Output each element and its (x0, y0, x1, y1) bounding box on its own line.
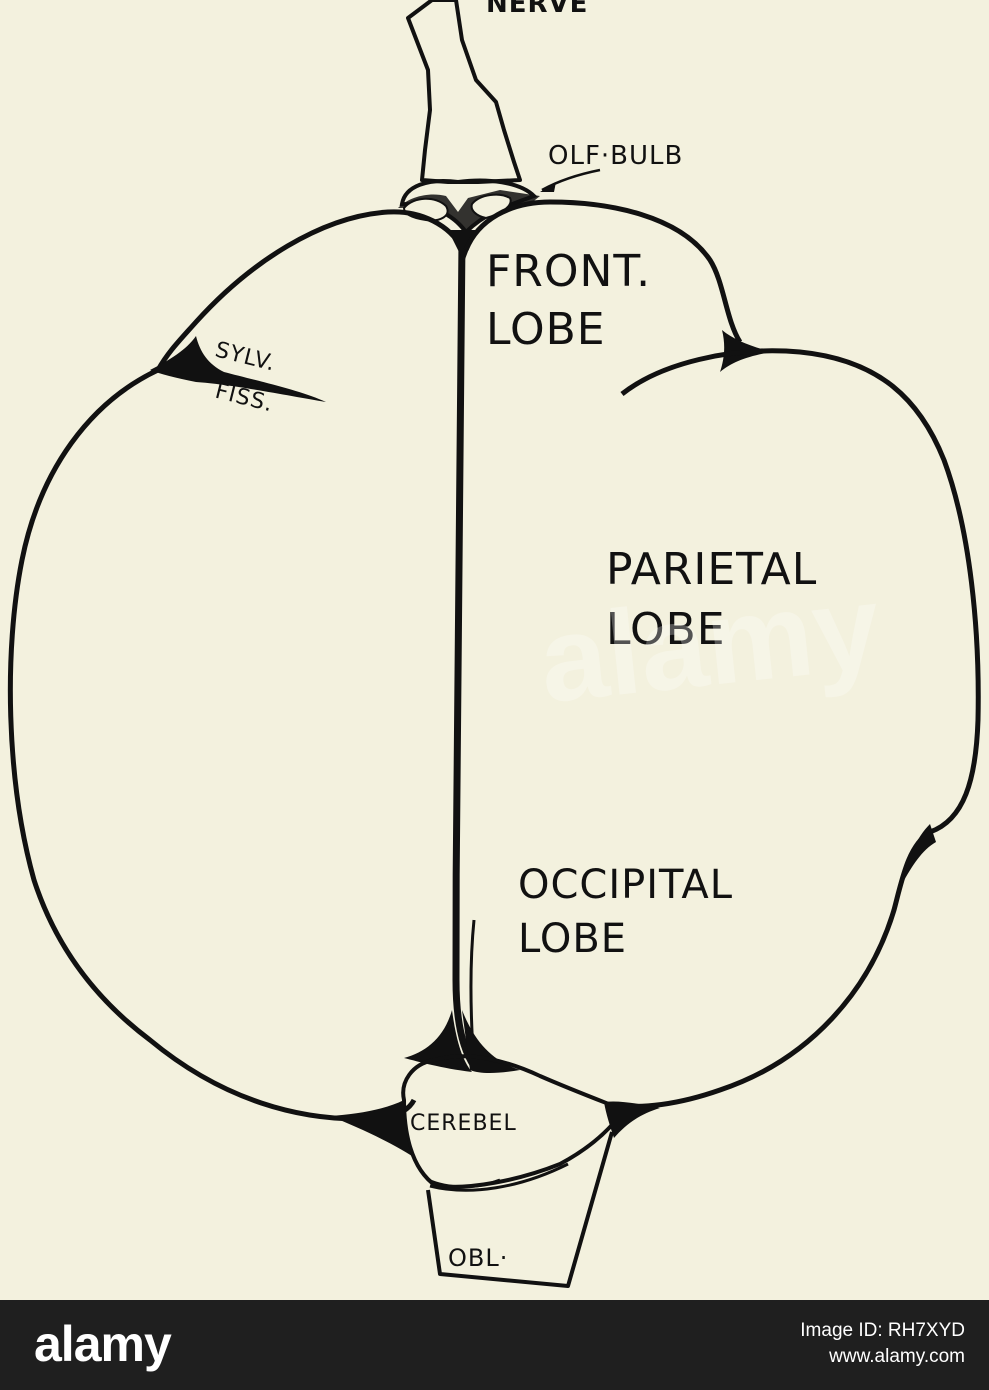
watermark-text: alamy (534, 559, 887, 728)
cerebellum-left-wedge (330, 1100, 412, 1156)
alamy-logo[interactable]: alamy (34, 1316, 171, 1372)
label-front-lobe-line-2: LOBE (486, 304, 606, 355)
label-obl: OBL· (448, 1244, 508, 1272)
label-sylv-line-1: SYLV. (213, 338, 279, 377)
image-id-text: Image ID: RH7XYD (800, 1318, 965, 1344)
label-olf-bulb: OLF·BULB (548, 141, 683, 171)
brain-diagram: NERVE OLF·BULB FRONT. LOBE SYLV. FISS. P… (0, 0, 989, 1300)
label-front-lobe-line-1: FRONT. (486, 246, 651, 297)
right-hemisphere (612, 351, 978, 1106)
label-cerebel: CEREBEL (410, 1111, 517, 1136)
label-occipital-line-2: LOBE (518, 916, 627, 962)
label-occipital-line-1: OCCIPITAL (518, 862, 733, 908)
footer-bar: alamy Image ID: RH7XYD www.alamy.com (0, 1300, 989, 1390)
alamy-logo-text: alamy (34, 1316, 171, 1372)
label-nerve: NERVE (486, 0, 588, 19)
olfactory-nerve (408, 0, 520, 182)
parietal-occipital-notch (902, 824, 936, 884)
olfactory-bulb-right-lobe (472, 195, 511, 218)
site-url-link[interactable]: www.alamy.com (800, 1344, 965, 1370)
footer-info: Image ID: RH7XYD www.alamy.com (800, 1318, 965, 1370)
